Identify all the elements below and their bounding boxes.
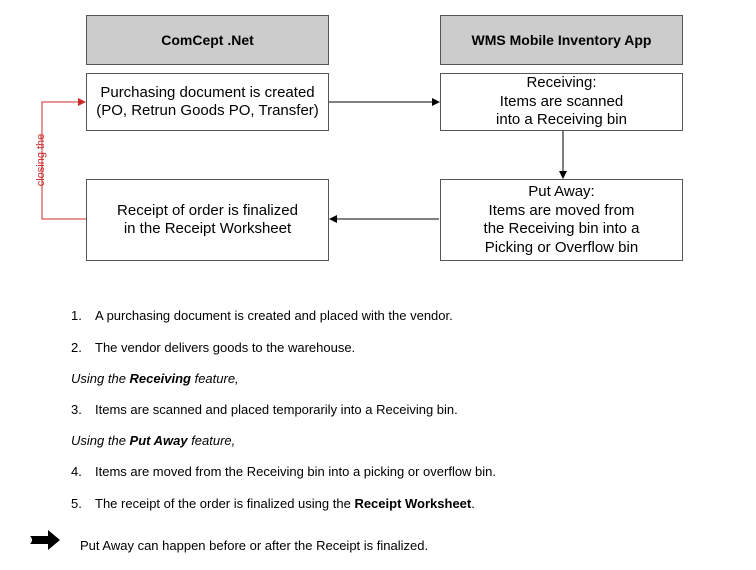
step-text: The vendor delivers goods to the warehou… xyxy=(95,340,356,355)
box-purchasing-document: Purchasing document is created (PO, Retr… xyxy=(86,73,329,131)
step-4: 4. Items are moved from the Receiving bin… xyxy=(71,464,496,479)
step-text: Items are moved from the Receiving bin i… xyxy=(95,464,497,479)
step-text: Items are scanned and placed temporarily… xyxy=(95,402,458,417)
section-feature: Receiving xyxy=(129,371,191,386)
step-3: 3. Items are scanned and placed temporari… xyxy=(71,402,458,417)
section-feature: Put Away xyxy=(129,433,188,448)
step-text: A purchasing document is created and pla… xyxy=(95,308,453,323)
note-text: Put Away can happen before or after the … xyxy=(80,538,429,553)
step-number: 5. xyxy=(71,496,82,511)
step-number: 4. xyxy=(71,464,82,479)
step-text: The receipt of the order is finalized us… xyxy=(95,496,355,511)
section-put-away: Using the Put Away feature, xyxy=(71,433,235,448)
step-text-bold: Receipt Worksheet xyxy=(354,496,472,511)
section-prefix: Using the xyxy=(71,371,130,386)
right-arrow-icon xyxy=(30,530,60,550)
box-receipt-finalized: Receipt of order is finalized in the Rec… xyxy=(86,179,329,261)
section-suffix: feature, xyxy=(187,433,236,448)
step-text-end: . xyxy=(471,496,475,511)
section-prefix: Using the xyxy=(71,433,130,448)
diagram-connectors xyxy=(41,98,567,223)
section-suffix: feature, xyxy=(190,371,239,386)
step-2: 2. The vendor delivers goods to the wareh… xyxy=(71,340,355,355)
step-1: 1. A purchasing document is created and p… xyxy=(71,308,453,323)
step-number: 3. xyxy=(71,402,82,417)
section-receiving: Using the Receiving feature, xyxy=(71,371,239,386)
column-header-comcept: ComCept .Net xyxy=(86,15,329,65)
column-header-wms: WMS Mobile Inventory App xyxy=(440,15,683,65)
loop-arrow xyxy=(41,98,86,220)
step-number: 2. xyxy=(71,340,82,355)
box-receiving: Receiving: Items are scanned into a Rece… xyxy=(440,73,683,131)
step-5: 5. The receipt of the order is finalized … xyxy=(71,496,475,511)
loop-label: closing the xyxy=(35,133,47,187)
step-number: 1. xyxy=(71,308,82,323)
box-put-away: Put Away: Items are moved from the Recei… xyxy=(440,179,683,261)
